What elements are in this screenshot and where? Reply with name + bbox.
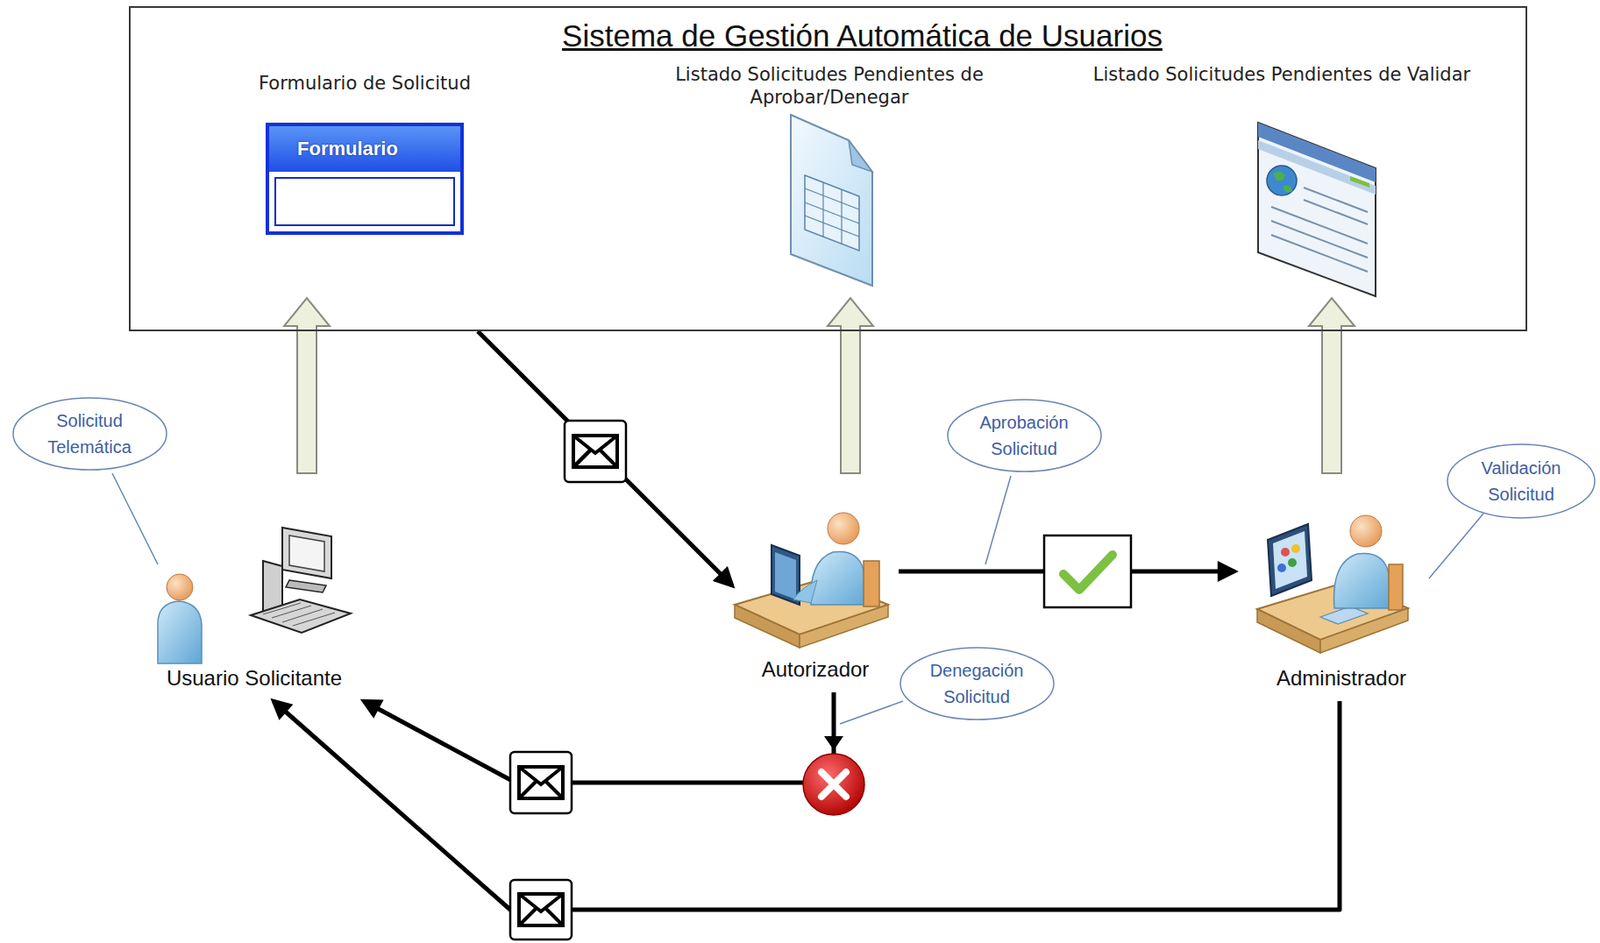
user-body	[157, 601, 202, 664]
callout-ellipse-shape	[1447, 444, 1595, 519]
callout-ellipse-shape	[900, 647, 1054, 720]
document-table	[804, 175, 860, 251]
palette-dot	[1287, 558, 1297, 568]
authorizer-body	[810, 551, 868, 605]
list-heading: Listado Solicitudes Pendientes de Aproba…	[636, 63, 1023, 110]
computer-figure	[250, 527, 351, 633]
document-icon	[790, 114, 873, 286]
callout-outline	[946, 398, 1103, 473]
monitor	[282, 527, 332, 579]
chair	[863, 561, 880, 607]
check-symbol	[1044, 535, 1131, 608]
monitor-screen	[1272, 531, 1308, 590]
callout-ellipse-shape	[13, 398, 167, 470]
leader-line	[1429, 513, 1484, 579]
callout-outline	[12, 397, 168, 471]
actor-label: Autorizador	[761, 657, 870, 693]
message-connector	[273, 701, 1340, 911]
envelope-symbol	[510, 752, 572, 814]
user-head	[166, 574, 193, 601]
callout-ellipse: Validación Solicitud	[1446, 443, 1596, 520]
monitor-screen	[775, 552, 797, 600]
monitor	[1267, 524, 1312, 597]
access-arrow	[827, 298, 874, 474]
leader-lines	[112, 473, 1484, 725]
list-node: Listado Solicitudes Pendientes de Aproba…	[636, 63, 1023, 299]
actor-node: Administrador	[1236, 473, 1447, 702]
monitor-screen	[289, 535, 325, 572]
authorizer-arm	[793, 580, 818, 604]
envelope-symbol	[564, 420, 626, 483]
system-box: Formulario de SolicitudFormulario Listado…	[128, 6, 1528, 332]
actor-node: Usuario Solicitante	[140, 473, 369, 702]
browser-text-lines	[1271, 187, 1368, 272]
callout-ellipse: Denegación Solicitud	[899, 647, 1055, 721]
callout-text: Solicitud Telemática	[36, 407, 143, 461]
form-title: Formulario	[269, 126, 461, 172]
actor-node: Autorizador	[732, 473, 899, 693]
document-page	[790, 114, 873, 286]
callout-text: Denegación Solicitud	[924, 657, 1030, 711]
palette-dot	[1280, 547, 1290, 557]
actor-label: Administrador	[1276, 666, 1407, 702]
callout-ellipse: Aprobación Solicitud	[946, 398, 1103, 473]
keyboard	[250, 599, 351, 633]
callout-ellipse: Solicitud Telemática	[12, 397, 168, 471]
system-title: Sistema de Gestión Automática de Usuario…	[558, 18, 1167, 53]
arrow-head	[824, 736, 844, 751]
monitor-stand	[285, 580, 327, 593]
administrator-figure	[1257, 515, 1408, 654]
title-wrap: Sistema de Gestión Automática de Usuario…	[130, 18, 1526, 54]
list-heading: Listado Solicitudes Pendientes de Valida…	[1088, 63, 1475, 86]
access-arrow	[1308, 298, 1355, 474]
deny-symbol	[803, 753, 865, 816]
form-node: Formulario de SolicitudFormulario	[233, 71, 497, 299]
callout-ellipse-shape	[947, 399, 1102, 472]
authorizer-figure	[734, 512, 889, 648]
palette-dot	[1291, 544, 1301, 554]
browser-window	[1258, 122, 1376, 297]
desk-front	[734, 604, 800, 648]
administrator-head	[1350, 515, 1382, 548]
callout-text: Aprobación Solicitud	[971, 409, 1077, 463]
browser-toolbar	[1258, 140, 1376, 195]
administrator-body	[1334, 553, 1393, 609]
callout-text: Validación Solicitud	[1468, 455, 1574, 508]
palette-dot	[1277, 563, 1287, 573]
form-body	[274, 177, 456, 227]
browser-globe	[1266, 165, 1297, 196]
callout-outline	[899, 647, 1055, 721]
browser-progress	[1350, 176, 1370, 188]
desk-side	[799, 604, 889, 648]
desk-front	[1257, 609, 1321, 654]
keyboard-keys	[263, 603, 335, 626]
globe-land	[1272, 170, 1293, 192]
document-fold	[848, 140, 873, 172]
message-connector	[477, 331, 733, 586]
envelope-symbol	[510, 880, 572, 940]
authorizer-head	[827, 512, 860, 545]
actor-label: Usuario Solicitante	[166, 666, 342, 702]
callout-outline	[1446, 443, 1596, 520]
keyboard	[1320, 606, 1368, 625]
chair	[1388, 564, 1403, 611]
browser-icon	[1258, 122, 1376, 297]
user-figure	[157, 574, 202, 664]
leader-line	[839, 701, 904, 725]
message-connector	[363, 692, 834, 783]
leader-line	[112, 473, 158, 565]
leader-line	[985, 476, 1011, 565]
form-titlebar: Formulario	[269, 126, 461, 172]
form-window: Formulario	[265, 122, 464, 235]
monitor	[771, 545, 800, 605]
form-heading: Formulario de Solicitud	[233, 71, 497, 95]
access-arrow	[284, 298, 330, 474]
document-grid	[804, 182, 860, 244]
list-node: Listado Solicitudes Pendientes de Valida…	[1088, 63, 1475, 299]
